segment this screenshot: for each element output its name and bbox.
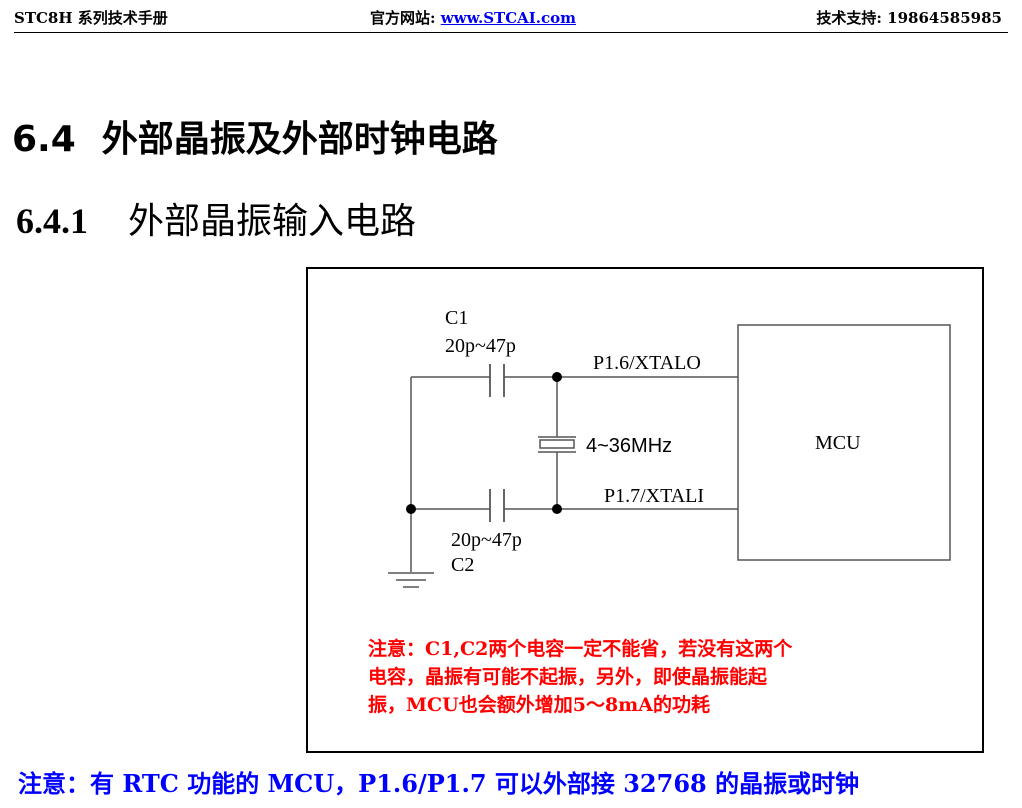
subsection-title: 外部晶振输入电路 [128,201,417,242]
capacitor-c1 [489,364,505,397]
circuit-wires [410,376,738,572]
c2-name-label: C2 [451,554,474,576]
pin-xtalo-label: P1.6/XTALO [593,352,701,374]
junction-dots [406,372,562,514]
note-line: 电容，晶振有可能不起振，另外，即使晶振能起 [368,666,768,688]
c1-name-label: C1 [445,307,468,329]
note-line: 振，MCU也会额外增加5～8mA的功耗 [368,694,711,716]
mcu-box [737,324,951,561]
section-heading: 6.4 外部晶振及外部时钟电路 [12,110,498,162]
subsection-heading: 6.4.1 外部晶振输入电路 [16,192,416,244]
website-label: 官方网站: [370,9,441,27]
c2-value-label: 20p~47p [451,529,522,551]
circuit-figure-frame [306,267,984,753]
crystal-frequency-label: 4~36MHz [586,435,672,457]
ground-icon [388,572,434,588]
support-phone: 技术支持: 19864585985 [816,9,1002,27]
official-website: 官方网站: www.STCAI.com [370,7,576,28]
page-header: STC8H 系列技术手册 官方网站: www.STCAI.com 技术支持: 1… [14,4,1008,33]
subsection-number: 6.4.1 [16,201,88,241]
crystal-symbol [538,436,576,453]
section-title: 外部晶振及外部时钟电路 [101,119,498,160]
capacitor-c2 [489,489,505,522]
rtc-note: 注意：有 RTC 功能的 MCU，P1.6/P1.7 可以外部接 32768 的… [18,769,860,798]
section-number: 6.4 [12,119,76,160]
manual-title: STC8H 系列技术手册 [14,9,168,27]
note-line: 注意：C1,C2两个电容一定不能省，若没有这两个 [368,638,793,660]
capacitor-warning-note: 注意：C1,C2两个电容一定不能省，若没有这两个 电容，晶振有可能不起振，另外，… [368,635,948,719]
mcu-label: MCU [815,432,861,454]
pin-xtali-label: P1.7/XTALI [604,485,704,507]
website-link[interactable]: www.STCAI.com [440,9,577,27]
c1-value-label: 20p~47p [445,335,516,357]
